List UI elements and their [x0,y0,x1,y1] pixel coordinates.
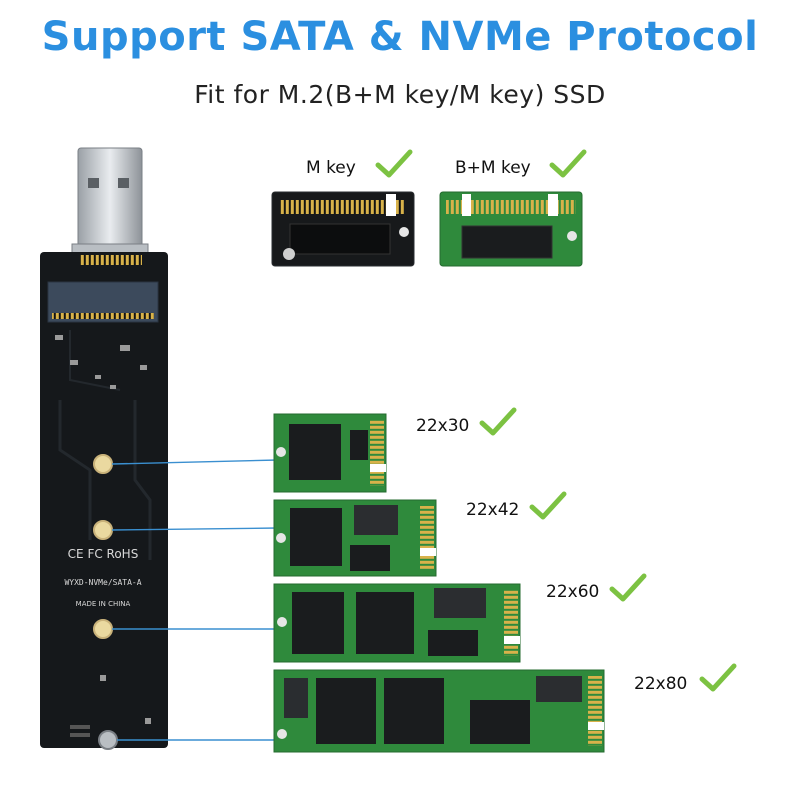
usb-plug [71,147,149,255]
size-2230-check-icon [479,407,517,436]
headline: Support SATA & NVMe Protocol [41,14,759,60]
ssd-2230-image [273,413,387,493]
size-2242-check-icon [529,491,567,520]
bm-key-label: B+M key [455,158,531,178]
adapter-board: CE FC RoHS WYXD-NVMe/SATA-A MADE IN CHIN… [40,252,168,750]
ssd-2280-image [273,669,605,753]
size-label-2260: 22x60 [546,582,600,602]
size-2280-check-icon [699,663,737,692]
leader-lines [111,459,280,741]
size-label-2230: 22x30 [416,416,470,436]
model-text: WYXD-NVMe/SATA-A [64,578,141,587]
m-key-connector-image [271,191,415,267]
size-label-2242: 22x42 [466,500,520,520]
ssd-2260-image [273,583,521,663]
bm-key-check-icon [549,149,587,178]
size-label-2280: 22x80 [634,674,688,694]
origin-text: MADE IN CHINA [76,600,131,608]
bm-key-connector-image [439,191,583,267]
ssd-2242-image [273,499,437,577]
m-key-label: M key [306,158,356,178]
m-key-check-icon [375,149,413,178]
certification-marks: CE FC RoHS [68,547,139,561]
subheadline: Fit for M.2(B+M key/M key) SSD [194,80,606,109]
size-2260-check-icon [609,573,647,602]
